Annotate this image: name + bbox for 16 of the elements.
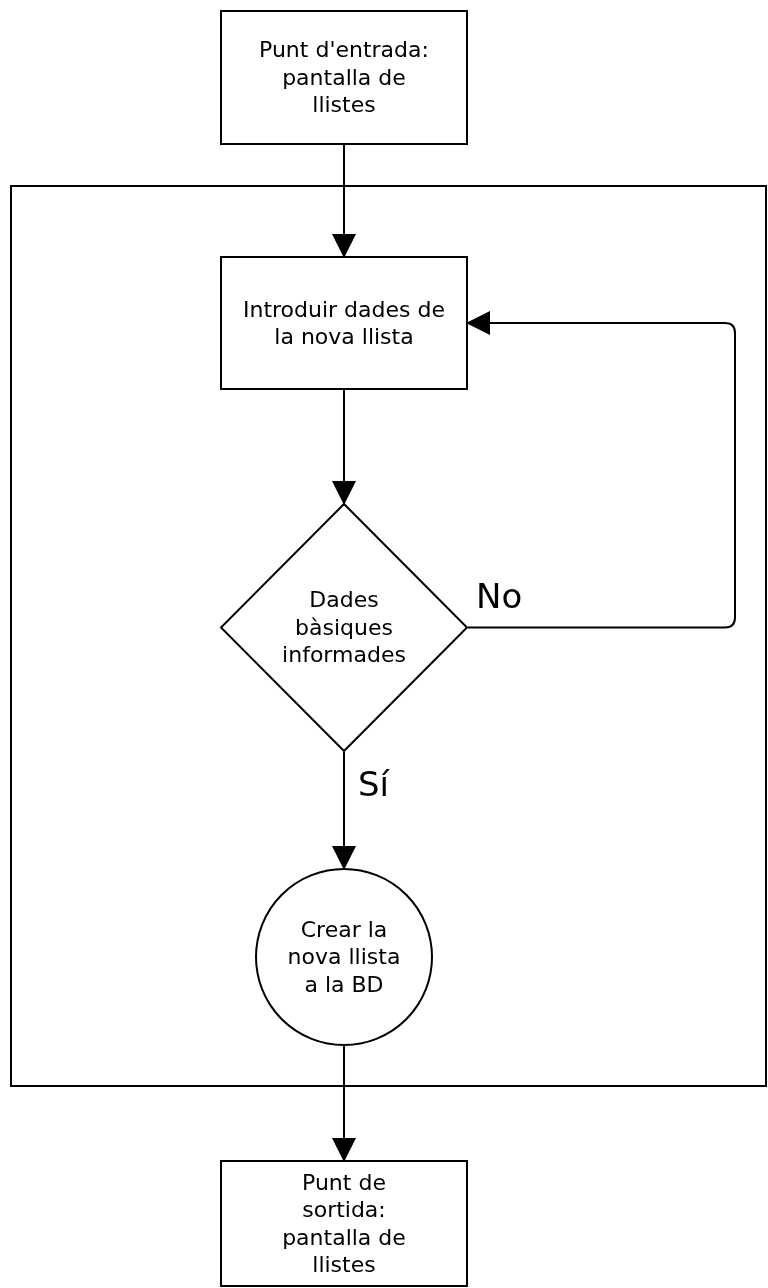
node-text: Dades bàsiques informades (281, 586, 407, 669)
node-text: Punt d'entrada: pantalla de llistes (259, 36, 429, 119)
process-box (220, 1160, 468, 1287)
process-box (220, 256, 468, 390)
arrow (332, 389, 356, 505)
arrow (332, 144, 356, 258)
process-box (220, 10, 468, 145)
node-text: Crear la nova llista a la BD (286, 915, 402, 999)
arrow (332, 751, 356, 870)
process-circle (255, 868, 433, 1046)
arrow (332, 1045, 356, 1162)
decision-diamond (220, 503, 468, 752)
node-text: Introduir dades de la nova llista (241, 295, 446, 351)
arrow (466, 311, 736, 629)
frame-box (10, 185, 767, 1087)
node-text: Punt de sortida: pantalla de llistes (281, 1168, 407, 1279)
